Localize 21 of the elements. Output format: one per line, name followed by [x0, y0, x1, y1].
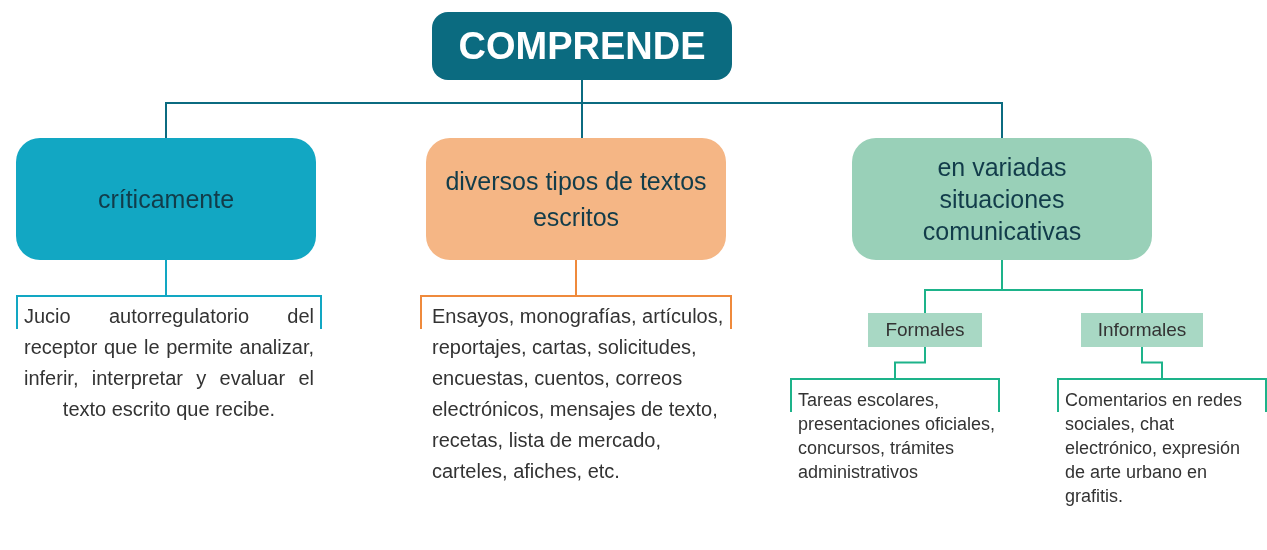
connector-line	[165, 259, 167, 296]
connector-line	[575, 259, 577, 296]
node-text: críticamente	[96, 184, 236, 215]
node-text: Formales	[885, 317, 965, 342]
category-label-box	[868, 313, 982, 347]
connector-line	[894, 346, 926, 379]
description-text: Tareas escolares, presentaciones oficiales, concursos, trámites administrativos	[797, 389, 997, 484]
category-label-box	[1081, 313, 1203, 347]
description-text: Comentarios en redes sociales, chat electrónico, expresión de arte urbano en grafitis.	[1064, 389, 1244, 508]
connector-line	[1141, 346, 1163, 379]
node-text: Informales	[1097, 317, 1187, 342]
concept-box	[426, 138, 726, 260]
node-text: diversos tipos de textos escritos	[444, 166, 708, 233]
description-text: Jucio autorregulatorio del receptor que le permite analizar, inferir, interpretar y evaluar el texto escrito que recibe.	[23, 304, 315, 422]
concept-box	[16, 138, 316, 260]
connector-line	[1001, 259, 1143, 314]
description-text: Ensayos, monografías, artículos, reportajes, cartas, solicitudes, encuestas, cuentos, correos electrónicos, mensajes de texto, recetas, lista de mercado, carteles, afiches, etc.	[431, 304, 725, 484]
node-text: en variadas situaciones comunicativas	[921, 152, 1083, 247]
concept-box	[852, 138, 1152, 260]
title-box	[432, 12, 732, 80]
node-text: COMPRENDE	[458, 23, 706, 69]
